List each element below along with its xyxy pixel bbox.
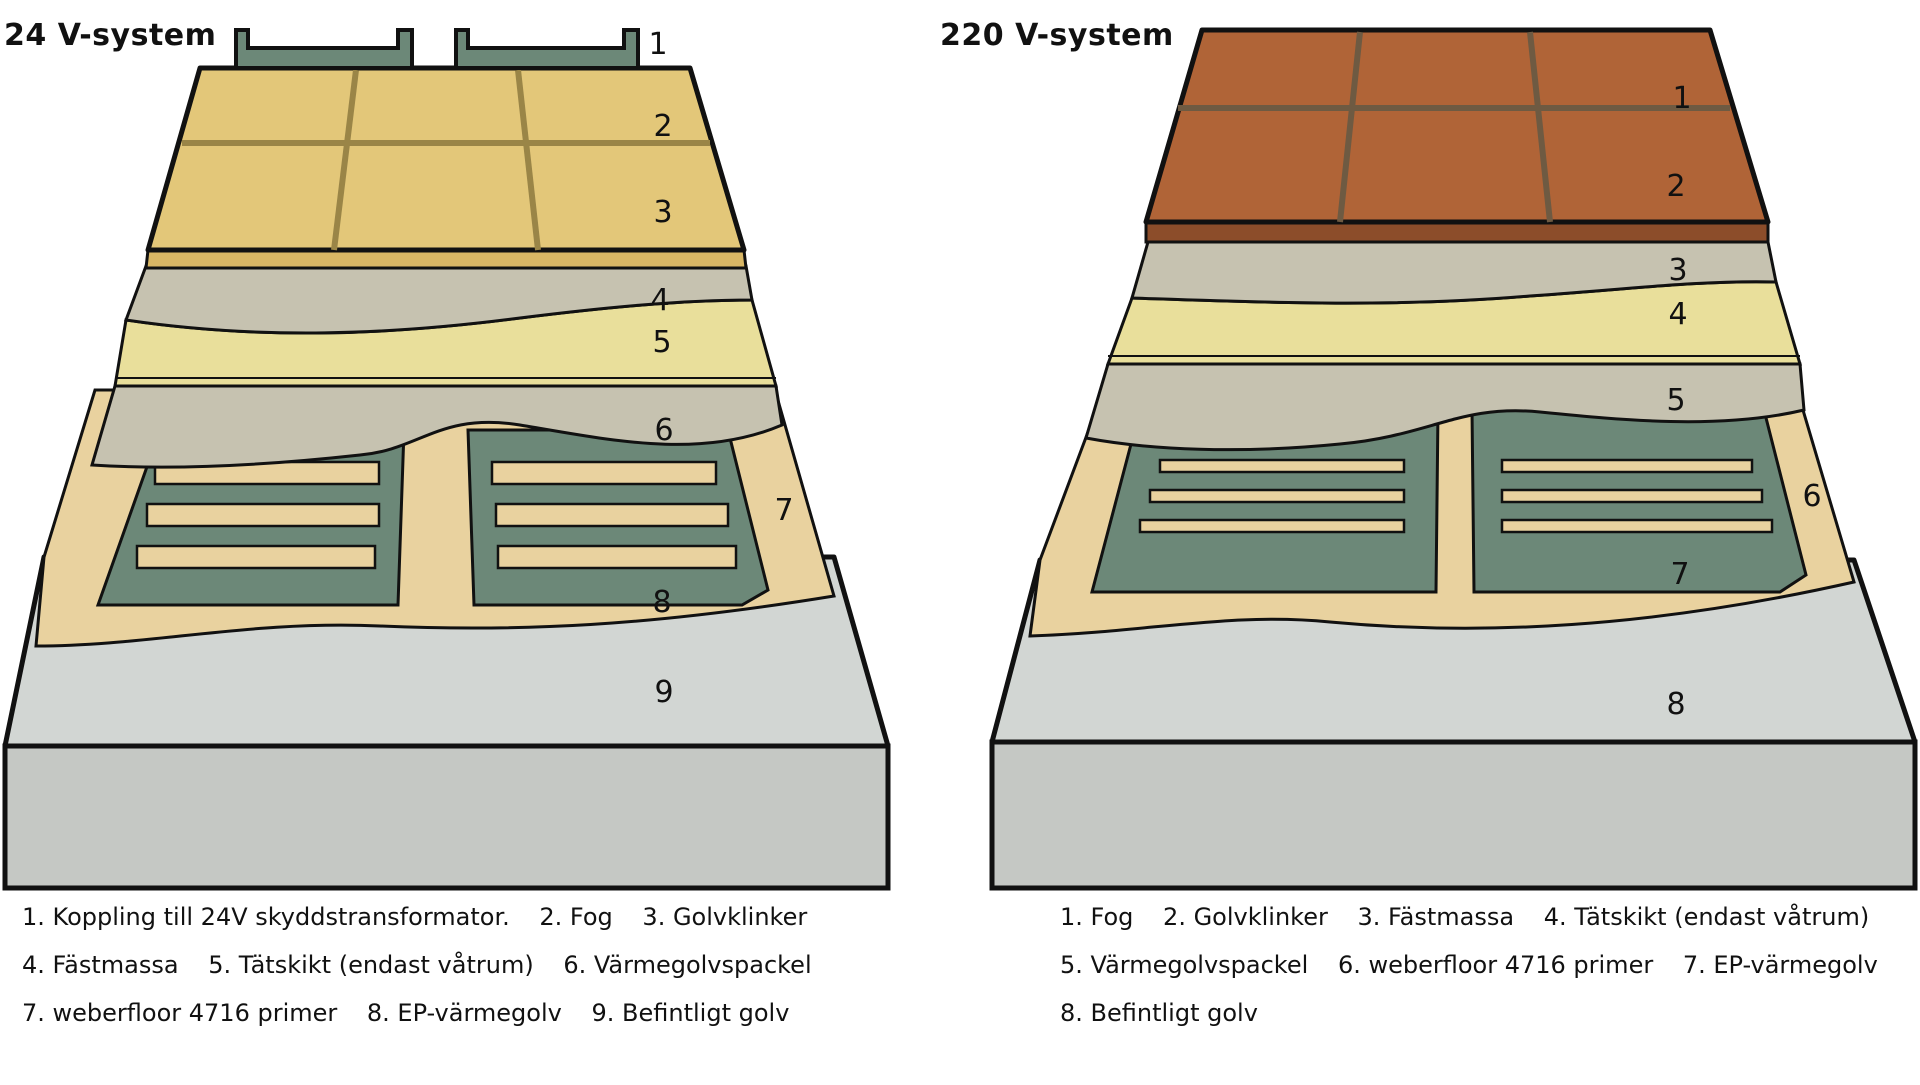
callouts-220v: 1 2 3 4 5 6 7 8	[1666, 81, 1821, 722]
legend-item: 9. Befintligt golv	[591, 999, 790, 1027]
legend-item: 7. weberfloor 4716 primer	[22, 999, 338, 1027]
legend-item: 7. EP-värmegolv	[1682, 951, 1878, 979]
legend-item: 3. Golvklinker	[642, 903, 808, 931]
callout-number: 2	[653, 109, 672, 144]
panel-24v: 1 2 3 4 5 6 7 8 9	[2, 27, 891, 891]
callout-number: 5	[652, 325, 671, 360]
mat-slots-left	[135, 460, 381, 570]
callout-number: 1	[1672, 81, 1691, 116]
tile-adhesive-layer-220	[1130, 240, 1778, 305]
existing-floor-front	[2, 743, 891, 891]
callout-number: 6	[654, 413, 673, 448]
legend-item: 1. Fog	[1060, 903, 1134, 931]
legend-item: 3. Fästmassa	[1357, 903, 1515, 931]
callout-number: 6	[1802, 479, 1821, 514]
legend-item: 8. EP-värmegolv	[366, 999, 562, 1027]
tile-base-edge-220	[1144, 220, 1770, 244]
mat-slots-right-220	[1500, 458, 1774, 534]
callout-number: 1	[648, 27, 667, 62]
tile-base-edge	[144, 248, 748, 270]
grout-lines	[182, 69, 710, 251]
legend-24v: 1. Koppling till 24V skyddstransformator…	[22, 893, 834, 1037]
callout-number: 2	[1666, 169, 1685, 204]
legend-item: 8. Befintligt golv	[1060, 999, 1258, 1027]
transformer-connectors	[234, 28, 640, 70]
heating-putty-layer-220	[1084, 362, 1806, 452]
legend-item: 4. Tätskikt (endast våtrum)	[1543, 903, 1870, 931]
callout-number: 3	[653, 195, 672, 230]
legend-row: 8. Befintligt golv	[1060, 989, 1900, 1037]
panel-title-24v: 24 V-system	[4, 18, 217, 53]
callouts-24v: 1 2 3 4 5 6 7 8 9	[648, 27, 793, 710]
legend-item: 5. Tätskikt (endast våtrum)	[208, 951, 534, 979]
callout-number: 8	[652, 585, 671, 620]
legend-220v: 1. Fog 2. Golvklinker 3. Fästmassa 4. Tä…	[1060, 893, 1900, 1037]
legend-item: 2. Golvklinker	[1163, 903, 1328, 931]
mat-slots-right	[490, 460, 738, 570]
heating-putty-layer	[90, 384, 784, 469]
callout-number: 3	[1668, 253, 1687, 288]
legend-item: 2. Fog	[539, 903, 613, 931]
tile-adhesive-layer	[123, 264, 754, 335]
callout-number: 4	[1668, 297, 1687, 332]
callout-number: 7	[1670, 557, 1689, 592]
grout-lines-220	[1178, 31, 1730, 223]
legend-item: 4. Fästmassa	[22, 951, 179, 979]
legend-row: 7. weberfloor 4716 primer 8. EP-värmegol…	[22, 989, 834, 1037]
legend-row: 5. Värmegolvspackel 6. weberfloor 4716 p…	[1060, 941, 1900, 989]
callout-number: 4	[650, 283, 669, 318]
tiles-top-220	[1143, 27, 1771, 225]
legend-row: 1. Koppling till 24V skyddstransformator…	[22, 893, 834, 941]
callout-number: 7	[774, 493, 793, 528]
existing-floor-front-220	[989, 739, 1918, 891]
panel-title-220v: 220 V-system	[940, 18, 1174, 53]
legend-item: 6. weberfloor 4716 primer	[1337, 951, 1654, 979]
legend-row: 4. Fästmassa 5. Tätskikt (endast våtrum)…	[22, 941, 834, 989]
legend-item: 1. Koppling till 24V skyddstransformator…	[22, 903, 510, 931]
callout-number: 5	[1666, 383, 1685, 418]
callout-number: 8	[1666, 687, 1685, 722]
callout-number: 9	[654, 675, 673, 710]
legend-item: 6. Värmegolvspackel	[563, 951, 812, 979]
legend-row: 1. Fog 2. Golvklinker 3. Fästmassa 4. Tä…	[1060, 893, 1900, 941]
mat-slots-left-220	[1138, 458, 1406, 534]
panel-220v: 1 2 3 4 5 6 7 8	[989, 27, 1918, 891]
legend-item: 5. Värmegolvspackel	[1060, 951, 1309, 979]
